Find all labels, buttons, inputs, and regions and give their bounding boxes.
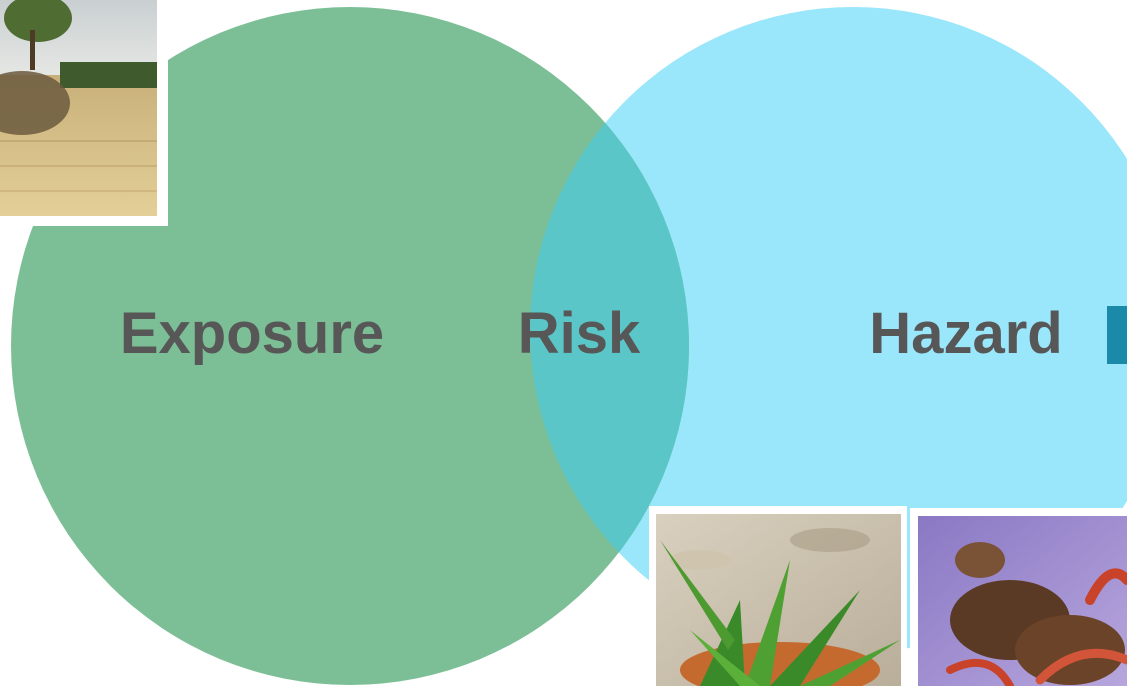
hazard-circle: [530, 7, 1127, 653]
earthworms-soil-photo: [910, 508, 1127, 686]
risk-label: Risk: [518, 301, 641, 366]
harvest-field-photo: [0, 0, 168, 226]
exposure-circle: [11, 7, 689, 685]
hazard-label: Hazard: [869, 301, 1062, 366]
accent-bar: [1107, 306, 1127, 364]
grass-gravel-photo: [649, 506, 907, 686]
exposure-label: Exposure: [120, 301, 384, 366]
